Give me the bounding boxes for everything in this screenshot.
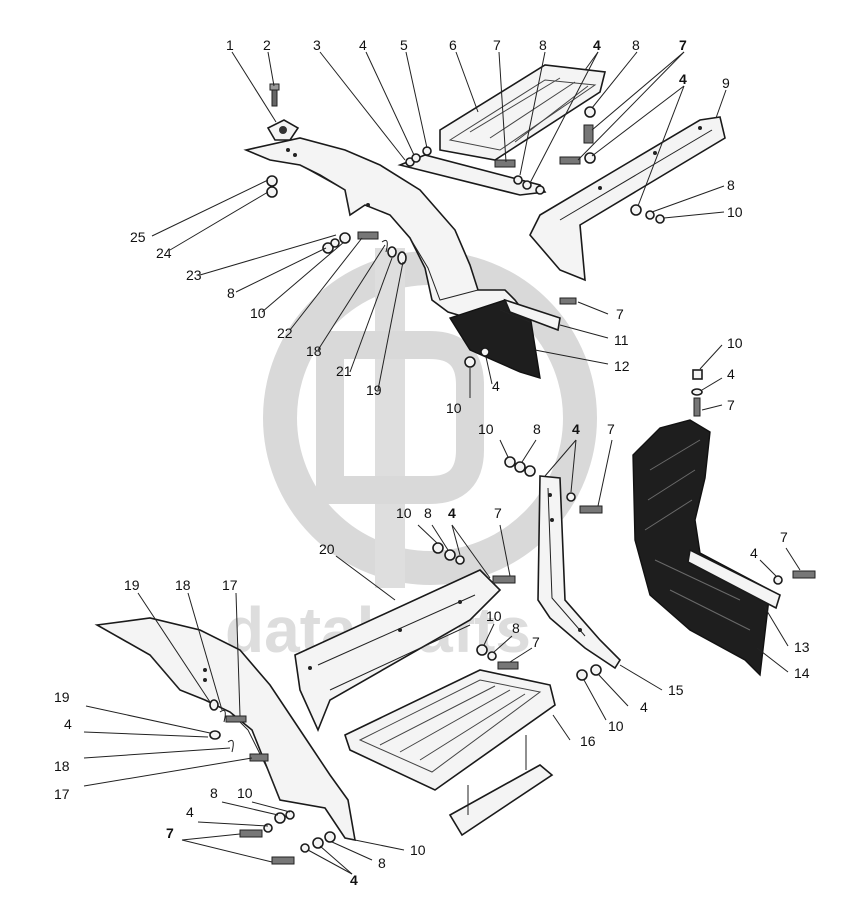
callout-10: 10 <box>396 505 412 521</box>
callout-4: 4 <box>640 699 648 715</box>
callout-9: 9 <box>722 75 730 91</box>
callout-7: 7 <box>493 37 501 53</box>
callout-8: 8 <box>539 37 547 53</box>
callout-1: 1 <box>226 37 234 53</box>
callout-6: 6 <box>449 37 457 53</box>
callout-20: 20 <box>319 541 335 557</box>
callout-4: 4 <box>593 37 601 53</box>
callout-labels: 1 2 3 4 5 6 7 8 4 8 7 4 9 8 10 25 24 23 … <box>54 37 810 888</box>
callout-15: 15 <box>668 682 684 698</box>
fasteners-flap <box>691 369 816 585</box>
callout-4: 4 <box>64 716 72 732</box>
callout-4: 4 <box>359 37 367 53</box>
step-bracket-top <box>529 116 726 282</box>
callout-18: 18 <box>175 577 191 593</box>
callout-8: 8 <box>632 37 640 53</box>
callout-18: 18 <box>54 758 70 774</box>
callout-10: 10 <box>486 608 502 624</box>
callout-7: 7 <box>607 421 615 437</box>
callout-4: 4 <box>727 366 735 382</box>
callout-7: 7 <box>616 306 624 322</box>
step-bracket-bottom <box>294 569 502 733</box>
callout-4: 4 <box>350 872 358 888</box>
callout-25: 25 <box>130 229 146 245</box>
callout-3: 3 <box>313 37 321 53</box>
callout-7: 7 <box>532 634 540 650</box>
callout-4: 4 <box>679 71 687 87</box>
callout-7: 7 <box>494 505 502 521</box>
callout-8: 8 <box>227 285 235 301</box>
callout-11: 11 <box>614 332 629 348</box>
callout-10: 10 <box>608 718 624 734</box>
callout-2: 2 <box>263 37 271 53</box>
callout-12: 12 <box>614 358 630 374</box>
callout-10: 10 <box>250 305 266 321</box>
fasteners-bottom <box>209 542 519 865</box>
callout-19: 19 <box>54 689 70 705</box>
callout-8: 8 <box>512 620 520 636</box>
step-tread-bottom <box>344 669 556 837</box>
callout-7: 7 <box>679 37 687 53</box>
leader-lines <box>83 51 801 875</box>
clamp-strip-side <box>687 548 781 610</box>
callout-10: 10 <box>446 400 462 416</box>
callout-10: 10 <box>478 421 494 437</box>
callout-7: 7 <box>727 397 735 413</box>
callout-7: 7 <box>166 825 174 841</box>
fasteners-mid <box>504 456 603 681</box>
callout-21: 21 <box>336 363 352 379</box>
mud-flap-side <box>632 419 771 677</box>
fasteners-top-right <box>411 106 665 368</box>
callout-10: 10 <box>727 204 743 220</box>
callout-10: 10 <box>410 842 426 858</box>
bolt-top <box>269 83 280 107</box>
callout-4: 4 <box>186 804 194 820</box>
callout-4: 4 <box>572 421 580 437</box>
callout-16: 16 <box>580 733 596 749</box>
callout-4: 4 <box>448 505 456 521</box>
callout-4: 4 <box>750 545 758 561</box>
callout-8: 8 <box>727 177 735 193</box>
callout-19: 19 <box>124 577 140 593</box>
callout-10: 10 <box>237 785 253 801</box>
clamp-strip-top <box>503 298 561 332</box>
side-bracket <box>537 475 622 670</box>
mount-block <box>266 119 300 141</box>
callout-17: 17 <box>54 786 70 802</box>
callout-17: 17 <box>222 577 238 593</box>
fasteners-top-left <box>322 231 407 265</box>
callout-23: 23 <box>186 267 202 283</box>
callout-22: 22 <box>277 325 293 341</box>
callout-5: 5 <box>400 37 408 53</box>
callout-4: 4 <box>492 378 500 394</box>
callout-14: 14 <box>794 665 810 681</box>
callout-8: 8 <box>424 505 432 521</box>
callout-8: 8 <box>210 785 218 801</box>
callout-24: 24 <box>156 245 172 261</box>
callout-19: 19 <box>366 382 382 398</box>
callout-13: 13 <box>794 639 810 655</box>
callout-8: 8 <box>533 421 541 437</box>
callout-18: 18 <box>306 343 322 359</box>
callout-10: 10 <box>727 335 743 351</box>
step-tread-top <box>439 64 606 161</box>
callout-7: 7 <box>780 529 788 545</box>
callout-8: 8 <box>378 855 386 871</box>
